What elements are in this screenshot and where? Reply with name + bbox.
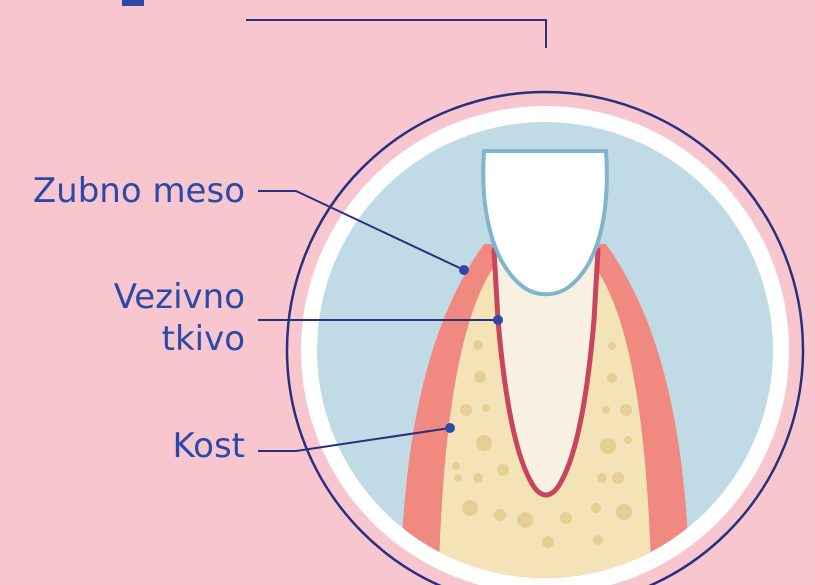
top-leader-line: [246, 20, 546, 48]
label-connective-line1: Vezivno: [114, 276, 245, 318]
label-connective-tissue: Vezivno tkivo: [114, 276, 245, 360]
label-bone: Kost: [173, 425, 245, 467]
connective-pointer-dot: [493, 315, 503, 325]
gum-pointer-dot: [459, 265, 469, 275]
label-gum: Zubno meso: [33, 170, 245, 212]
cut-off-label-fragment: [122, 0, 144, 6]
bone-pointer-dot: [445, 423, 455, 433]
label-connective-line2: tkivo: [114, 318, 245, 360]
